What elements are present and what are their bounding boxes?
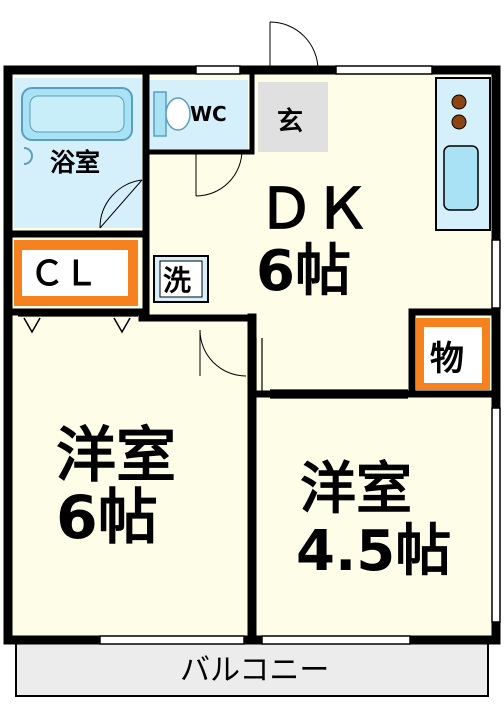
toilet-bowl xyxy=(165,97,191,131)
kitchen-sink xyxy=(443,145,479,211)
western-left-size: 6帖 xyxy=(56,483,158,553)
stove-burner-2 xyxy=(451,114,467,130)
dk-label: ＤＫ xyxy=(258,177,370,242)
western-left-door-swing xyxy=(199,329,247,377)
dk-size: 6帖 xyxy=(256,239,351,304)
toilet-door-swing xyxy=(195,149,243,197)
bath-door-swing xyxy=(99,179,143,229)
toilet-tank xyxy=(153,91,167,137)
windows xyxy=(99,65,501,645)
entrance-door-swing xyxy=(269,21,319,71)
western-right-label: 洋室 xyxy=(300,457,412,522)
bath-label: 浴室 xyxy=(50,148,100,177)
walls xyxy=(3,65,501,645)
bathtub-inner xyxy=(29,95,125,133)
toilet-label: WC xyxy=(190,102,227,126)
balcony-label: バルコニー xyxy=(180,653,329,688)
closet-label-box xyxy=(22,250,128,296)
entrance-area xyxy=(258,82,328,152)
storage-label: 物 xyxy=(430,339,464,379)
bath-drain xyxy=(23,147,33,165)
washer-label: 洗 xyxy=(163,264,191,297)
closet-door-right-icon xyxy=(113,317,131,334)
entrance-label: 玄 xyxy=(277,106,303,137)
washer-label-box xyxy=(159,260,203,298)
closet-label: ＣＬ xyxy=(30,254,98,294)
closet-door-left-icon xyxy=(23,317,41,334)
western-right-size: 4.5帖 xyxy=(296,519,451,584)
sliding-doors xyxy=(18,315,408,399)
stove-burner-1 xyxy=(451,94,467,110)
balcony xyxy=(15,639,489,697)
storage-label-box xyxy=(424,327,482,383)
western-left-label: 洋室 xyxy=(56,421,176,491)
